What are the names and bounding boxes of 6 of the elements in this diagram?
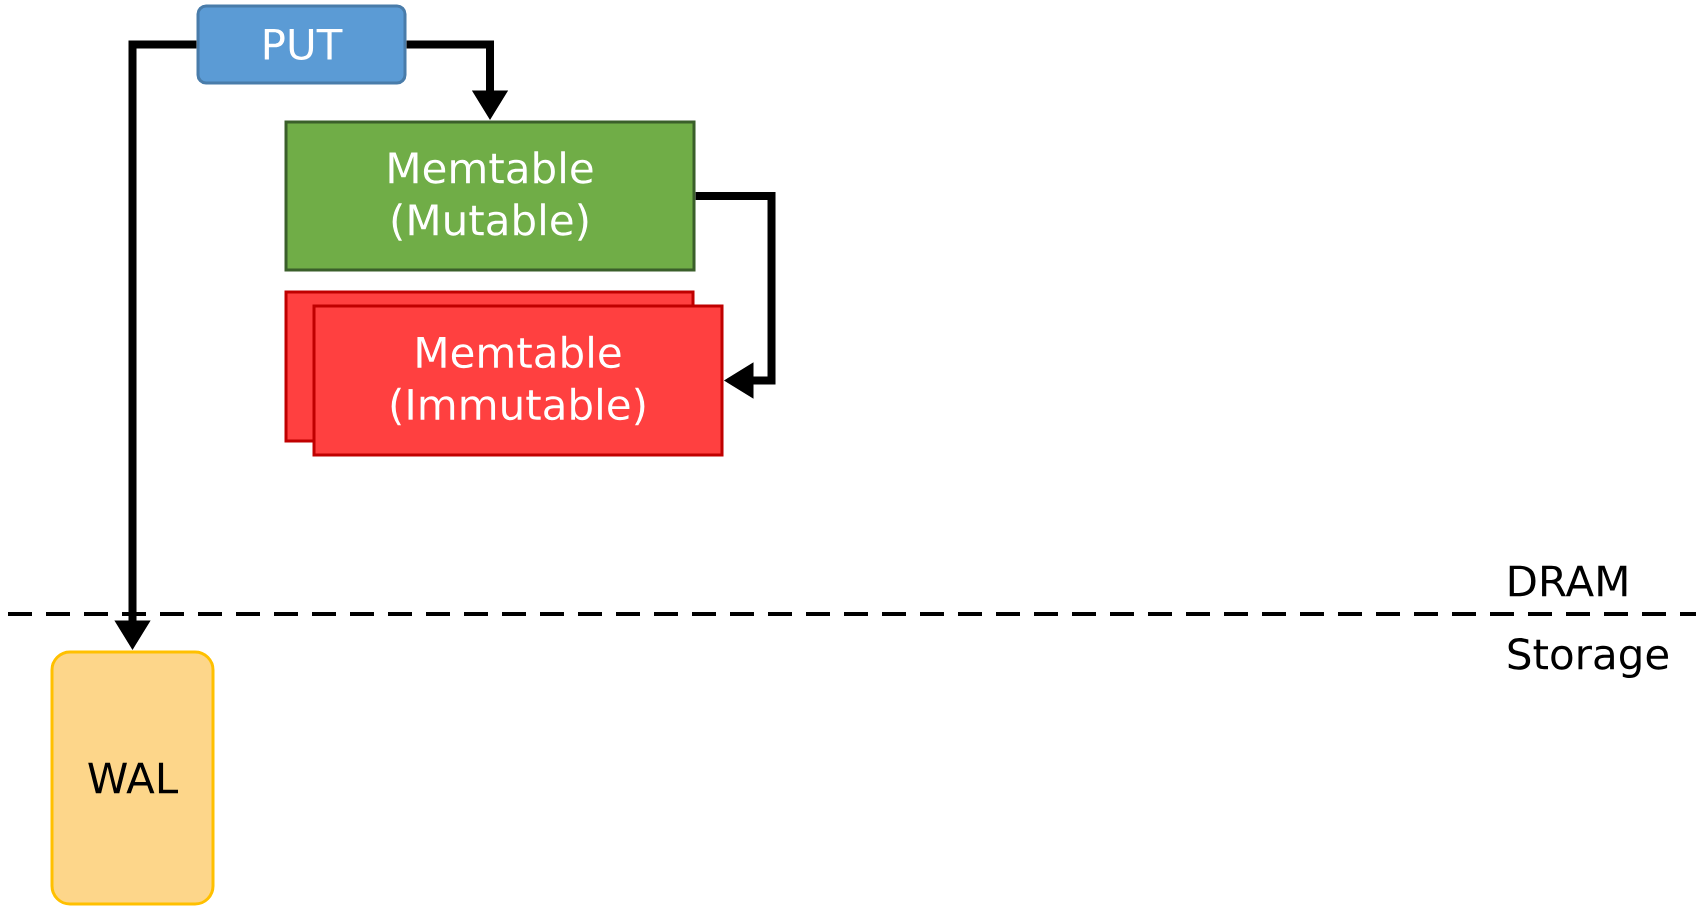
layer-label: DRAM: [1509, 565, 1627, 597]
layer-label: Storage: [1508, 638, 1668, 678]
log-box: WAL: [50, 650, 215, 906]
memtable-stack: Memtable (Immutable): [284, 290, 724, 457]
operation-box: PUT: [196, 4, 407, 85]
memtable-box: Memtable (Mutable): [284, 120, 696, 272]
